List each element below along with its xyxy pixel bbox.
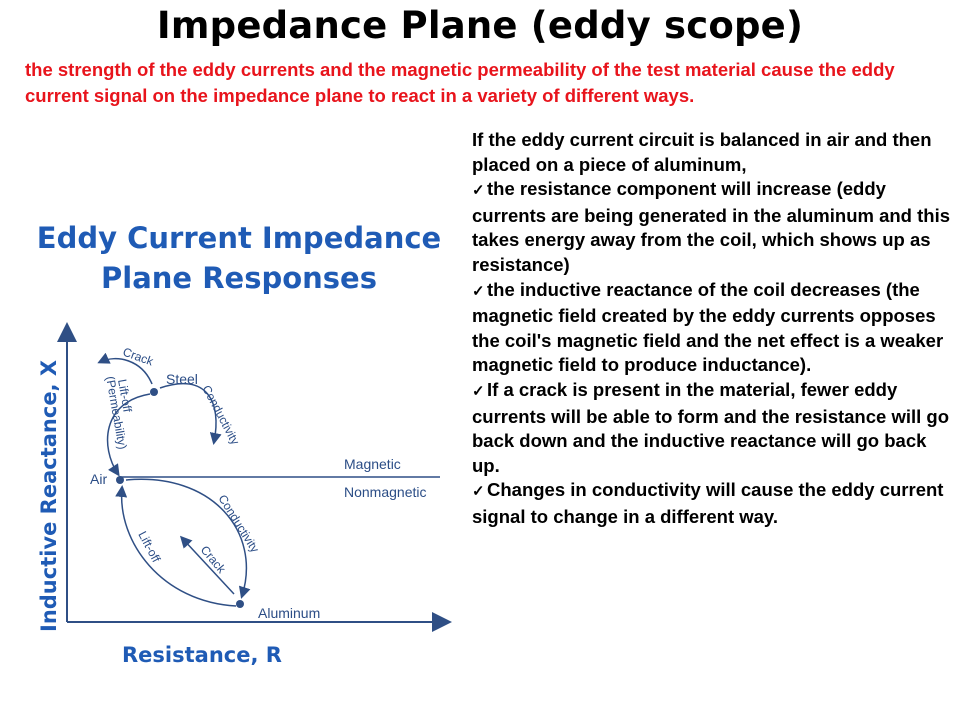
- steel-label: Steel: [166, 371, 198, 387]
- bullet-item: ✓Changes in conductivity will cause the …: [472, 478, 956, 529]
- bullet-item: ✓the resistance component will increase …: [472, 177, 956, 277]
- liftoff-bottom-label: Lift-off: [135, 529, 163, 565]
- figure-title-line2: Plane Responses: [101, 261, 377, 295]
- checkmark-icon: ✓: [472, 483, 485, 501]
- bullet-text: the resistance component will increase (…: [472, 178, 951, 275]
- liftoff-permeability-curve: [106, 393, 151, 477]
- air-label: Air: [90, 471, 107, 487]
- liftoff-aluminum-curve: [115, 485, 237, 607]
- bullet-item: ✓the inductive reactance of the coil dec…: [472, 278, 956, 378]
- magnetic-label: Magnetic: [344, 456, 401, 472]
- conductivity-top-label: Conductivity: [199, 383, 242, 447]
- bullet-item: ✓If a crack is present in the material, …: [472, 378, 956, 478]
- crack-steel-arrow: [97, 352, 153, 385]
- y-axis-label: Inductive Reactance, X: [37, 360, 61, 632]
- aluminum-point: [236, 600, 244, 608]
- checkmark-icon: ✓: [472, 182, 485, 200]
- page-title: Impedance Plane (eddy scope): [156, 4, 804, 47]
- impedance-diagram: Inductive Reactance, X Resistance, R Mag…: [37, 322, 452, 667]
- figure-title-line1: Eddy Current Impedance: [36, 221, 442, 255]
- explanation-panel: If the eddy current circuit is balanced …: [472, 128, 956, 530]
- crack-top-label: Crack: [121, 345, 156, 369]
- nonmagnetic-label: Nonmagnetic: [344, 484, 427, 500]
- bullet-text: Changes in conductivity will cause the e…: [472, 479, 944, 527]
- bullet-text: If a crack is present in the material, f…: [472, 378, 949, 476]
- checkmark-icon: ✓: [472, 382, 485, 400]
- liftoff-top-label: Lift-off: [115, 378, 135, 414]
- impedance-plane-figure: Eddy Current Impedance Plane Responses I…: [22, 212, 456, 672]
- conductivity-bottom-label: Conductivity: [215, 492, 262, 555]
- conductivity-aluminum-curve: [125, 478, 251, 599]
- checkmark-icon: ✓: [472, 282, 485, 300]
- air-point: [116, 476, 124, 484]
- bullet-text: the inductive reactance of the coil decr…: [472, 278, 944, 376]
- explanation-lead: If the eddy current circuit is balanced …: [472, 129, 932, 175]
- crack-aluminum-arrow: [179, 535, 235, 595]
- steel-point: [150, 388, 158, 396]
- x-axis-label: Resistance, R: [122, 643, 282, 667]
- intro-text: the strength of the eddy currents and th…: [25, 59, 895, 106]
- aluminum-label: Aluminum: [258, 605, 320, 621]
- conductivity-steel-arrow: [159, 382, 222, 445]
